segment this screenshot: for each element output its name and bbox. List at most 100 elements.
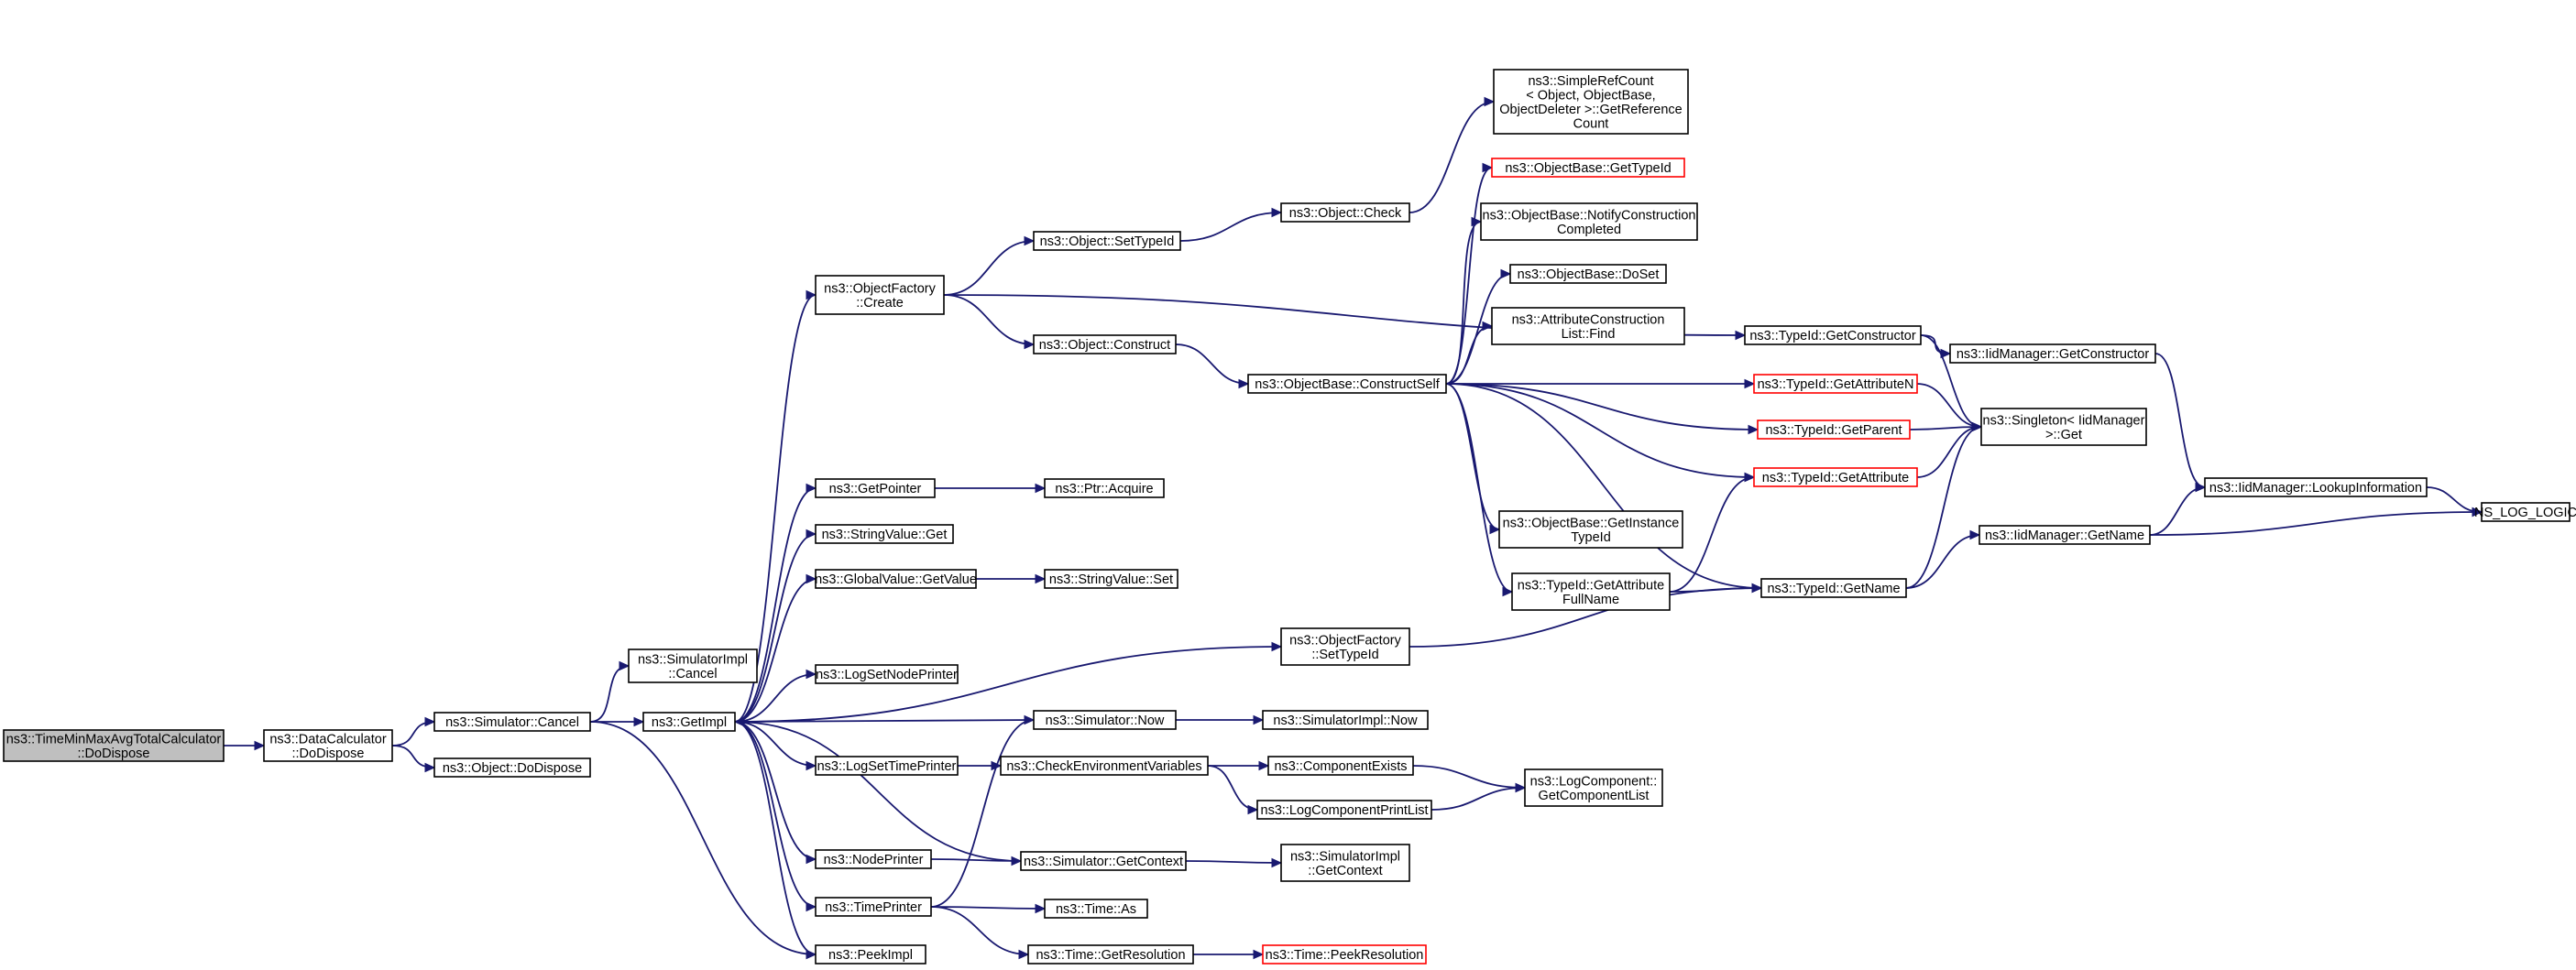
node-getpointer[interactable]: ns3::GetPointer bbox=[815, 478, 936, 498]
node-label: ns3::DataCalculator bbox=[269, 732, 387, 747]
node-strval-set[interactable]: ns3::StringValue::Set bbox=[1044, 569, 1178, 589]
node-logsettimeprinter[interactable]: ns3::LogSetTimePrinter bbox=[815, 756, 959, 776]
edge-iid-getconstructor-to-iid-lookupinfo bbox=[2154, 353, 2206, 488]
arrowhead bbox=[806, 949, 817, 960]
node-sim-now[interactable]: ns3::Simulator::Now bbox=[1033, 710, 1177, 730]
node-box bbox=[1262, 710, 1429, 730]
node-root[interactable]: ns3::TimeMinMaxAvgTotalCalculator::DoDis… bbox=[3, 729, 225, 762]
node-simimpl-cancel[interactable]: ns3::SimulatorImpl::Cancel bbox=[628, 648, 758, 683]
node-getimpl[interactable]: ns3::GetImpl bbox=[642, 712, 736, 732]
node-label: ns3::Simulator::GetContext bbox=[1024, 855, 1183, 869]
node-label: ns3::IidManager::LookupInformation bbox=[2209, 481, 2422, 496]
node-box bbox=[815, 897, 932, 917]
node-tid-getparent[interactable]: ns3::TypeId::GetParent bbox=[1757, 420, 1911, 440]
node-label: FullName bbox=[1562, 593, 1619, 607]
node-tid-getattributen[interactable]: ns3::TypeId::GetAttributeN bbox=[1753, 374, 1918, 394]
node-ptr-acquire[interactable]: ns3::Ptr::Acquire bbox=[1044, 478, 1165, 498]
arrowhead bbox=[1744, 378, 1756, 389]
node-iid-getname[interactable]: ns3::IidManager::GetName bbox=[1979, 525, 2151, 545]
node-logsetnodeprinter[interactable]: ns3::LogSetNodePrinter bbox=[815, 664, 959, 684]
arrowhead bbox=[424, 762, 436, 773]
node-singleton-get[interactable]: ns3::Singleton< IidManager >::Get bbox=[1980, 408, 2147, 446]
node-of-create[interactable]: ns3::ObjectFactory::Create bbox=[815, 275, 945, 315]
node-label: TypeId bbox=[1571, 530, 1611, 545]
arrowhead bbox=[806, 669, 817, 680]
node-label: ns3::ObjectBase::GetInstance bbox=[1503, 516, 1680, 530]
node-obj-dodispose[interactable]: ns3::Object::DoDispose bbox=[433, 757, 591, 778]
node-sim-cancel[interactable]: ns3::Simulator::Cancel bbox=[433, 712, 591, 732]
node-box bbox=[1491, 307, 1685, 345]
node-tid-getattribute[interactable]: ns3::TypeId::GetAttribute bbox=[1753, 467, 1918, 487]
node-obj-check[interactable]: ns3::Object::Check bbox=[1280, 202, 1410, 223]
arrowhead bbox=[1482, 321, 1494, 332]
edge-iid-getname-to-iid-lookupinfo bbox=[2149, 486, 2206, 536]
node-label: ns3::Time::GetResolution bbox=[1036, 948, 1185, 963]
arrowhead bbox=[1247, 804, 1259, 815]
node-time-getresolution[interactable]: ns3::Time::GetResolution bbox=[1027, 944, 1194, 965]
node-obj-construct[interactable]: ns3::Object::Construct bbox=[1033, 334, 1177, 354]
node-label: ns3::TimePrinter bbox=[825, 900, 922, 915]
node-dc-dodispose[interactable]: ns3::DataCalculator::DoDispose bbox=[263, 729, 393, 762]
node-logcomp-printlist[interactable]: ns3::LogComponentPrintList bbox=[1256, 800, 1432, 820]
arrowhead bbox=[1035, 903, 1047, 914]
node-box bbox=[3, 729, 225, 762]
node-of-settypeid[interactable]: ns3::ObjectFactory::SetTypeId bbox=[1280, 627, 1410, 666]
node-time-as[interactable]: ns3::Time::As bbox=[1044, 899, 1148, 919]
arrowhead bbox=[1482, 162, 1494, 173]
node-ob-notifyconstruction[interactable]: ns3::ObjectBase::NotifyConstructionCompl… bbox=[1480, 202, 1698, 241]
node-label: ns3::Object::SetTypeId bbox=[1040, 234, 1175, 249]
node-label: ns3::Simulator::Cancel bbox=[445, 715, 579, 730]
edge-sim-getcontext-to-getimpl bbox=[734, 721, 1022, 862]
edge-sim-cancel-to-peekimpl bbox=[589, 721, 817, 955]
node-box bbox=[1247, 374, 1447, 394]
node-simimpl-getcontext[interactable]: ns3::SimulatorImpl::GetContext bbox=[1280, 844, 1410, 882]
node-timeprinter[interactable]: ns3::TimePrinter bbox=[815, 897, 932, 917]
node-label: ns3::ObjectFactory bbox=[824, 281, 936, 296]
node-obj-settypeid[interactable]: ns3::Object::SetTypeId bbox=[1033, 231, 1181, 251]
node-checkenv[interactable]: ns3::CheckEnvironmentVariables bbox=[1000, 756, 1209, 776]
arrowhead bbox=[1238, 378, 1250, 389]
node-box bbox=[1760, 578, 1907, 598]
arrowhead bbox=[1751, 583, 1763, 594]
node-time-peekresolution[interactable]: ns3::Time::PeekResolution bbox=[1262, 944, 1427, 965]
node-tid-getname[interactable]: ns3::TypeId::GetName bbox=[1760, 578, 1907, 598]
node-iid-getconstructor[interactable]: ns3::IidManager::GetConstructor bbox=[1949, 343, 2156, 364]
node-comp-exists[interactable]: ns3::ComponentExists bbox=[1267, 756, 1414, 776]
node-simimpl-now[interactable]: ns3::SimulatorImpl::Now bbox=[1262, 710, 1429, 730]
node-label: ns3::ObjectBase::DoSet bbox=[1518, 267, 1660, 282]
arrowhead bbox=[733, 716, 745, 727]
node-logcomp-getlist[interactable]: ns3::LogComponent::GetComponentList bbox=[1524, 768, 1663, 807]
node-sim-getcontext[interactable]: ns3::Simulator::GetContext bbox=[1020, 851, 1187, 871]
node-ob-doset[interactable]: ns3::ObjectBase::DoSet bbox=[1509, 264, 1667, 284]
edge-of-create-to-obj-settypeid bbox=[943, 240, 1035, 296]
node-box bbox=[1280, 844, 1410, 882]
node-label: ns3::SimulatorImpl::Now bbox=[1273, 714, 1418, 728]
node-label: ns3::LogSetNodePrinter bbox=[816, 668, 958, 682]
node-nodeprinter[interactable]: ns3::NodePrinter bbox=[815, 849, 932, 869]
node-peekimpl[interactable]: ns3::PeekImpl bbox=[815, 944, 926, 965]
node-label: NS_LOG_LOGIC bbox=[2474, 506, 2576, 520]
node-box bbox=[1000, 756, 1209, 776]
node-label: ::SetTypeId bbox=[1311, 648, 1378, 662]
edge-obj-construct-to-ob-constructself bbox=[1175, 343, 1249, 385]
node-simplerefcount[interactable]: ns3::SimpleRefCount< Object, ObjectBase,… bbox=[1493, 69, 1689, 135]
edge-timeprinter-to-sim-now bbox=[930, 719, 1035, 908]
node-ob-gettypeid[interactable]: ns3::ObjectBase::GetTypeId bbox=[1491, 158, 1685, 178]
edge-getimpl-to-nodeprinter bbox=[734, 721, 817, 860]
arrowhead bbox=[1024, 714, 1036, 725]
node-label: ns3::IidManager::GetName bbox=[1985, 529, 2144, 543]
node-tid-getconstructor[interactable]: ns3::TypeId::GetConstructor bbox=[1744, 325, 1922, 345]
edge-getimpl-to-getpointer bbox=[734, 487, 817, 723]
arrowhead bbox=[1502, 586, 1514, 597]
node-gv-getvalue[interactable]: ns3::GlobalValue::GetValue bbox=[815, 569, 977, 589]
node-ob-constructself[interactable]: ns3::ObjectBase::ConstructSelf bbox=[1247, 374, 1447, 394]
node-strval-get[interactable]: ns3::StringValue::Get bbox=[815, 524, 954, 544]
arrowhead bbox=[1971, 421, 1983, 432]
node-iid-lookupinfo[interactable]: ns3::IidManager::LookupInformation bbox=[2204, 477, 2428, 497]
node-ns-log-logic[interactable]: NS_LOG_LOGIC bbox=[2474, 502, 2576, 522]
arrowhead bbox=[806, 854, 817, 865]
